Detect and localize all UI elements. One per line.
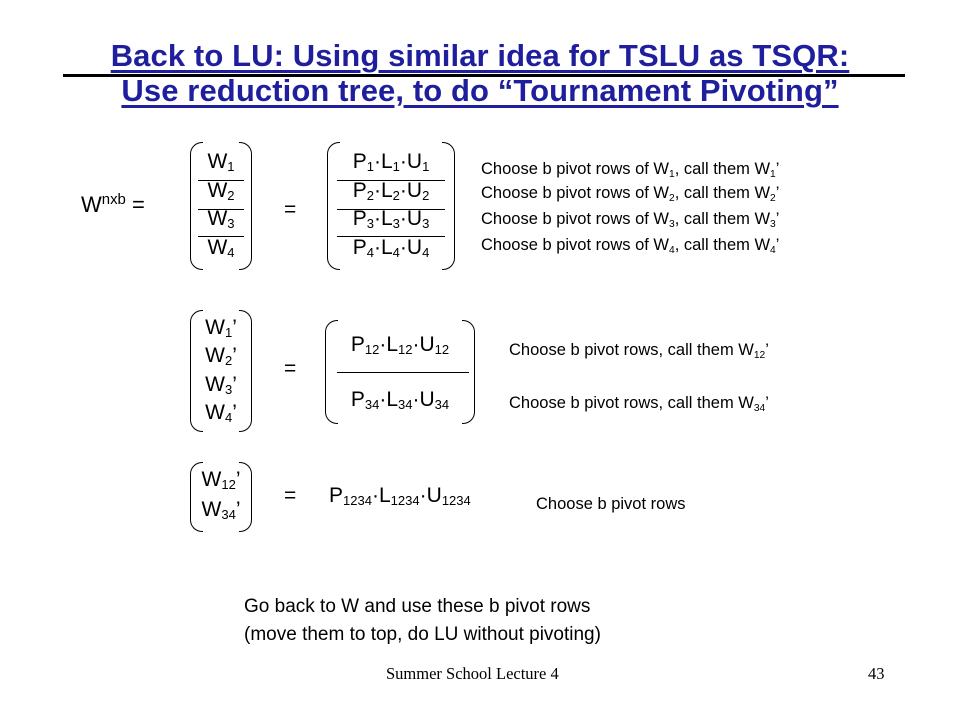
factor-plu-1234: P1234·L1234·U1234 — [329, 484, 471, 508]
block-divider — [337, 236, 445, 237]
conclusion-line-2: (move them to top, do LU without pivotin… — [244, 624, 601, 645]
factor-plu-2: P2·L2·U2 — [352, 179, 430, 203]
block-w3-prime: W3’ — [205, 373, 237, 397]
block-w1-prime: W1’ — [205, 316, 237, 340]
factor-plu-1: P1·L1·U1 — [352, 150, 430, 174]
slide-title-line-1: Back to LU: Using similar idea for TSLU … — [110, 38, 850, 73]
equals-sign-2: = — [284, 357, 297, 380]
step1-note-1: Choose b pivot rows of W1, call them W1’ — [481, 160, 780, 180]
factor-plu-34: P34·L34·U34 — [350, 388, 450, 412]
block-divider — [337, 209, 445, 210]
block-w34-prime: W34’ — [201, 498, 241, 522]
w-final-block-matrix: W12’ W34’ — [190, 462, 252, 532]
block-divider — [198, 209, 244, 210]
footer-label: Summer School Lecture 4 — [386, 664, 559, 683]
page-number: 43 — [868, 664, 885, 683]
step2-note-1: Choose b pivot rows, call them W12’ — [509, 341, 769, 361]
lhs-w-nxb: Wnxb = — [81, 191, 145, 217]
factor-plu-3: P3·L3·U3 — [352, 207, 430, 231]
plu-factor-matrix: P1·L1·U1 P2·L2·U2 P3·L3·U3 P4·L4·U4 — [327, 142, 455, 270]
equals-sign-3: = — [284, 484, 297, 507]
block-w2-prime: W2’ — [205, 344, 237, 368]
step3-note: Choose b pivot rows — [536, 495, 686, 513]
block-w12-prime: W12’ — [201, 468, 241, 492]
step1-note-3: Choose b pivot rows of W3, call them W3’ — [481, 210, 780, 230]
block-w1: W1 — [207, 150, 235, 174]
slide-title-line-2: Use reduction tree, to do “Tournament Pi… — [121, 73, 839, 108]
conclusion-line-1: Go back to W and use these b pivot rows — [244, 596, 591, 617]
block-w4-prime: W4’ — [205, 401, 237, 425]
factor-plu-4: P4·L4·U4 — [352, 236, 430, 260]
w-block-matrix: W1 W2 W3 W4 — [190, 142, 252, 270]
w-prime-block-matrix: W1’ W2’ W3’ W4’ — [190, 310, 252, 432]
block-w2: W2 — [207, 179, 235, 203]
block-divider — [198, 180, 244, 181]
block-divider — [198, 236, 244, 237]
block-w3: W3 — [207, 207, 235, 231]
step2-note-2: Choose b pivot rows, call them W34’ — [509, 394, 769, 414]
title-divider — [63, 74, 905, 77]
plu-pair-matrix: P12·L12·U12 P34·L34·U34 — [325, 320, 475, 424]
block-divider — [337, 180, 445, 181]
block-divider — [337, 372, 469, 373]
step1-note-2: Choose b pivot rows of W2, call them W2’ — [481, 184, 780, 204]
factor-plu-12: P12·L12·U12 — [350, 333, 450, 357]
equals-sign-1: = — [284, 198, 297, 221]
step1-note-4: Choose b pivot rows of W4, call them W4’ — [481, 236, 780, 256]
block-w4: W4 — [207, 236, 235, 260]
